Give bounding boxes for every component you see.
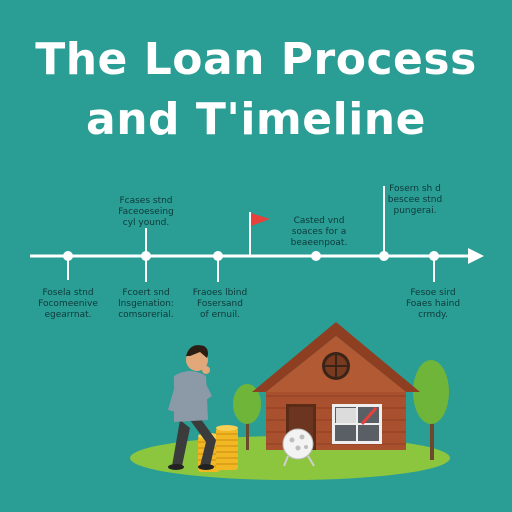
label-below-1: Fosela stnd Focomeenive egearrnat. xyxy=(38,288,98,320)
node-2 xyxy=(141,251,151,261)
label-above-2: Casted vnd soaces for a beaeenpoat. xyxy=(290,216,348,248)
tree-icon xyxy=(233,384,261,450)
label-above-3: Fosern sh d bescee stnd pungerai. xyxy=(387,184,443,216)
person-icon xyxy=(168,345,216,470)
label-above-1: Fcases stnd Faceoeseing cyl yound. xyxy=(118,196,174,228)
ball-icon xyxy=(282,428,315,467)
node-6 xyxy=(429,251,439,261)
house-icon xyxy=(252,322,420,450)
node-4 xyxy=(311,251,321,261)
node-5 xyxy=(379,251,389,261)
tree-icon xyxy=(413,360,449,460)
label-below-4: Fesoe sird Foaes haind crmdy. xyxy=(405,288,461,320)
label-below-3: Fraoes lbind Fosersand of ernuil. xyxy=(192,288,248,320)
node-3 xyxy=(213,251,223,261)
title-line-1: The Loan Process xyxy=(35,34,477,85)
title-line-2: and T'imeline xyxy=(86,94,426,145)
flag-icon xyxy=(249,212,270,256)
timeline-arrow-icon xyxy=(468,248,484,264)
node-1 xyxy=(63,251,73,261)
label-below-2: Fcoert snd lnsgenation: comsorerial. xyxy=(118,288,174,320)
